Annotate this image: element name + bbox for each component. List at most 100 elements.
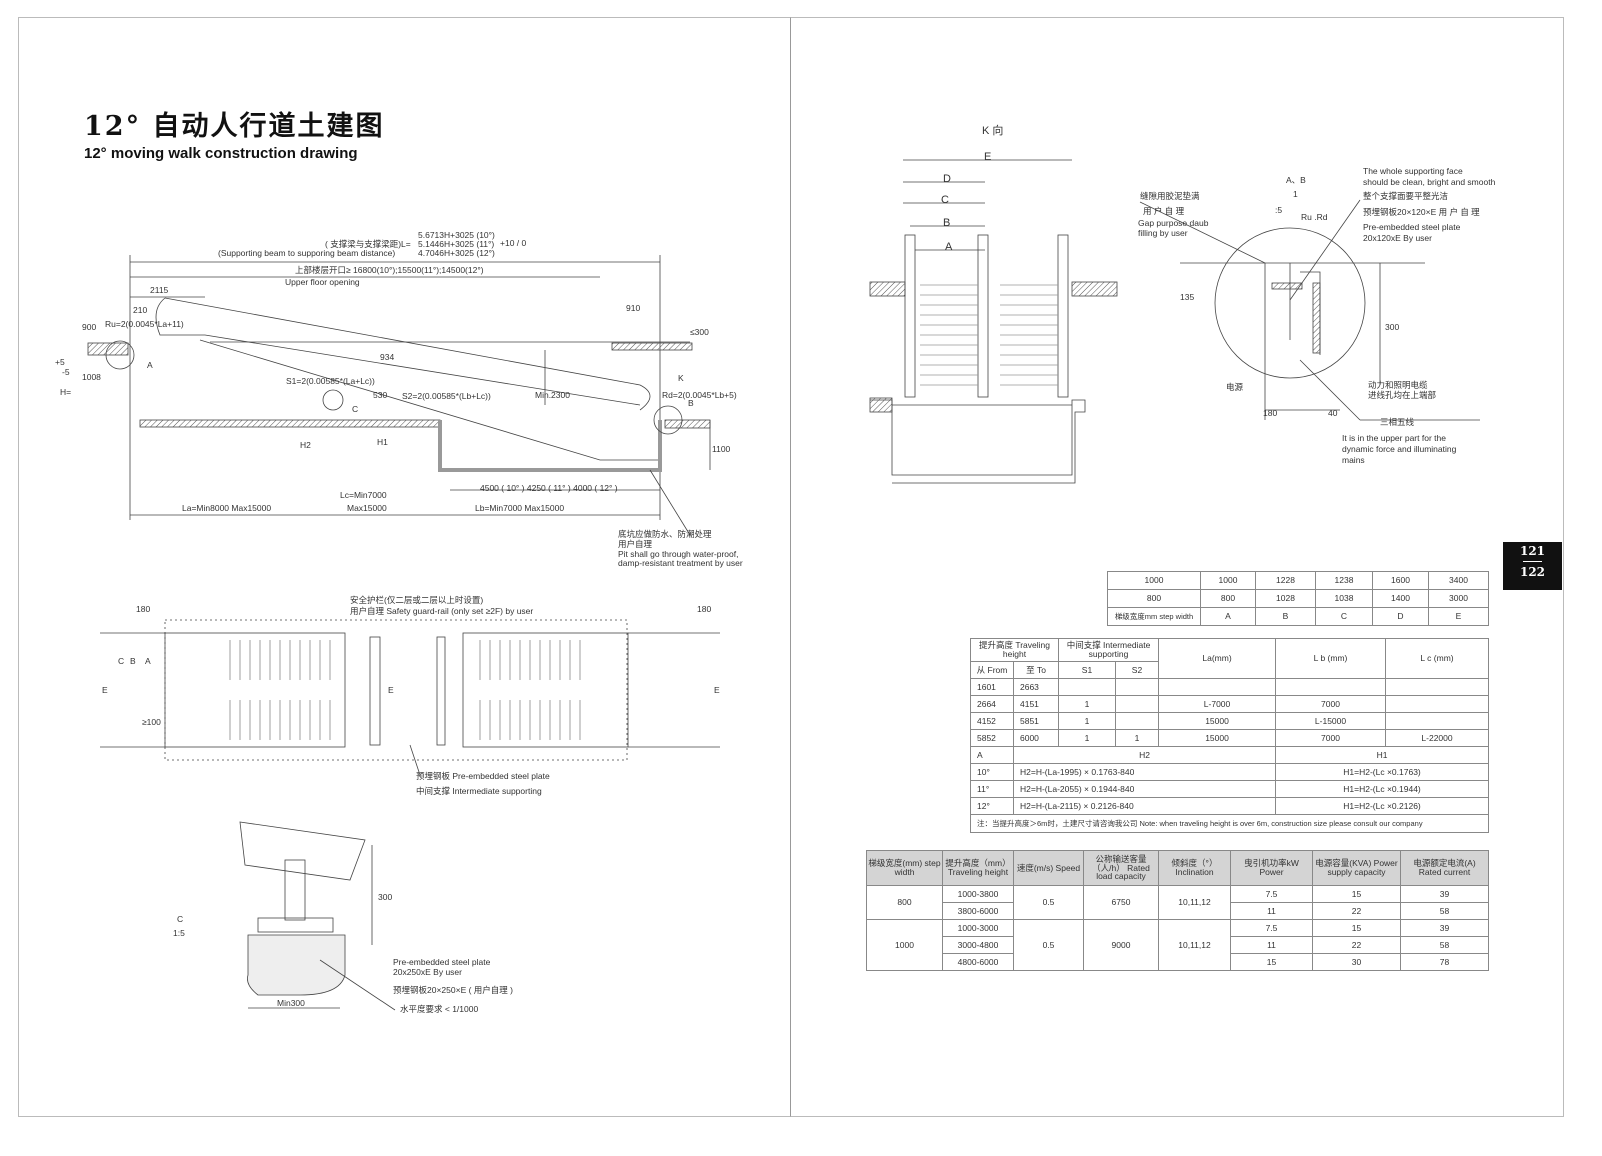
table-cell: L c (mm) <box>1385 638 1490 679</box>
drawing-label: 934 <box>380 352 394 362</box>
table-cell: 58 <box>1400 902 1489 920</box>
drawing-label: B <box>688 398 694 408</box>
drawing-label: Lc=Min7000 <box>340 490 387 500</box>
table-cell: 39 <box>1400 919 1489 937</box>
drawing-label: 180 <box>1263 408 1277 418</box>
table-cell: 1000 <box>1107 571 1201 590</box>
table-cell <box>1158 678 1277 696</box>
drawing-label: ≥100 <box>142 717 161 727</box>
table-cell: 11 <box>1230 936 1313 954</box>
drawing-label: E <box>984 151 991 163</box>
drawing-label: Upper floor opening <box>285 277 360 287</box>
drawing-label: 电源 <box>1226 382 1244 392</box>
drawing-label: K <box>678 373 684 383</box>
table-cell: L-7000 <box>1158 695 1277 713</box>
drawing-label: B <box>130 656 136 666</box>
drawing-label: La=Min8000 Max15000 <box>182 503 271 513</box>
table-cell: B <box>1255 607 1316 626</box>
table-cell: 11 <box>1230 902 1313 920</box>
drawing-label: A <box>145 656 151 666</box>
table-cell <box>1114 712 1160 730</box>
drawing-label: A、B <box>1286 175 1306 185</box>
table-cell <box>1385 695 1490 713</box>
drawing-label: 1008 <box>82 372 101 382</box>
table-cell: S1 <box>1058 661 1116 679</box>
table-cell: A <box>1200 607 1256 626</box>
table-cell: 1000 <box>1200 571 1256 590</box>
drawing-label: damp-resistant treatment by user <box>618 558 743 568</box>
table-cell: H2=H-(La-2115) × 0.2126-840 <box>1012 797 1277 815</box>
drawing-label: filling by user <box>1138 228 1188 238</box>
drawing-label: Rd=2(0.0045*Lb+5) <box>662 390 737 400</box>
table-cell: 中间支撑 Intermediate supporting <box>1057 638 1160 662</box>
table-cell: 15000 <box>1158 712 1277 730</box>
drawing-label: (Supporting beam to supporing beam dista… <box>218 248 395 258</box>
divider <box>1523 561 1542 562</box>
drawing-label: 中间支撑 Intermediate supporting <box>416 786 542 796</box>
table-cell: 800 <box>1107 589 1201 608</box>
drawing-label: D <box>943 173 951 185</box>
table-cell: 0.5 <box>1013 885 1084 920</box>
drawing-label: A <box>147 360 153 370</box>
table-cell: 4800-6000 <box>942 953 1014 971</box>
table-cell: 公称输送客量 （人/h） Rated load capacity <box>1083 850 1159 886</box>
table-cell: S2 <box>1114 661 1160 679</box>
page-title-en: 12° moving walk construction drawing <box>84 145 358 162</box>
drawing-label: Pre-embedded steel plate <box>393 957 491 967</box>
table-cell: H2 <box>1012 746 1277 764</box>
drawing-label: E <box>102 685 108 695</box>
table-cell: H2=H-(La-1995) × 0.1763-840 <box>1012 763 1277 781</box>
drawing-label: 180 <box>697 604 711 614</box>
table-cell: 1238 <box>1315 571 1373 590</box>
drawing-label: 预埋钢板20×120×E 用 户 自 理 <box>1363 207 1480 217</box>
table-cell: 1600 <box>1372 571 1429 590</box>
table-cell: 7.5 <box>1230 885 1313 903</box>
table-cell: 3000 <box>1428 589 1489 608</box>
table-cell <box>1114 695 1160 713</box>
drawing-label: Min.2300 <box>535 390 570 400</box>
drawing-label: 900 <box>82 322 96 332</box>
table-cell: 800 <box>866 885 943 920</box>
drawing-label: 40 <box>1328 408 1338 418</box>
drawing-label: 5.6713H+3025 (10°) <box>418 230 495 240</box>
table-cell: 1000-3000 <box>942 919 1014 937</box>
drawing-label: 20x120xE By user <box>1363 233 1432 243</box>
table-cell: 7000 <box>1275 729 1387 747</box>
drawing-label: Pit shall go through water-proof, <box>618 549 738 559</box>
table-note: 注：当提升高度＞6m时，土建尺寸请咨询我公司 Note: when travel… <box>969 814 1490 833</box>
drawing-label: 预埋钢板 Pre-embedded steel plate <box>416 771 550 781</box>
drawing-label: ( 支撑梁与支撑梁距)L= <box>325 239 411 249</box>
drawing-label: 530 <box>373 390 387 400</box>
drawing-label: +5 <box>55 357 65 367</box>
drawing-label: K 向 <box>982 123 1003 137</box>
drawing-label: ≤300 <box>690 327 709 337</box>
table-cell: 10,11,12 <box>1158 919 1231 971</box>
drawing-label: S1=2(0.00585*(La+Lc)) <box>286 376 375 386</box>
page-number-right: 122 <box>1519 565 1546 579</box>
table-cell: E <box>1428 607 1489 626</box>
drawing-label: H1 <box>377 437 388 447</box>
table-cell: A <box>970 746 1014 764</box>
table-cell: L-22000 <box>1385 729 1490 747</box>
drawing-label: B <box>943 217 950 229</box>
detail-ab-labels: A、B 1 :5 Ru .Rd 缝隙用胶泥垫满 用 户 自 理 Gap purp… <box>1138 166 1496 465</box>
detail-c-labels: C 1:5 300 Min300 Pre-embedded steel plat… <box>173 892 513 1014</box>
drawing-label: 300 <box>1385 322 1399 332</box>
table-cell: 6000 <box>1013 729 1059 747</box>
table-cell: 12° <box>970 797 1014 815</box>
drawing-label: Gap purpose daub <box>1138 218 1209 228</box>
table-cell: 0.5 <box>1013 919 1084 971</box>
table-cell: 曳引机功率kW Power <box>1230 850 1313 886</box>
drawing-label: 180 <box>136 604 150 614</box>
table-cell: 1400 <box>1372 589 1429 608</box>
